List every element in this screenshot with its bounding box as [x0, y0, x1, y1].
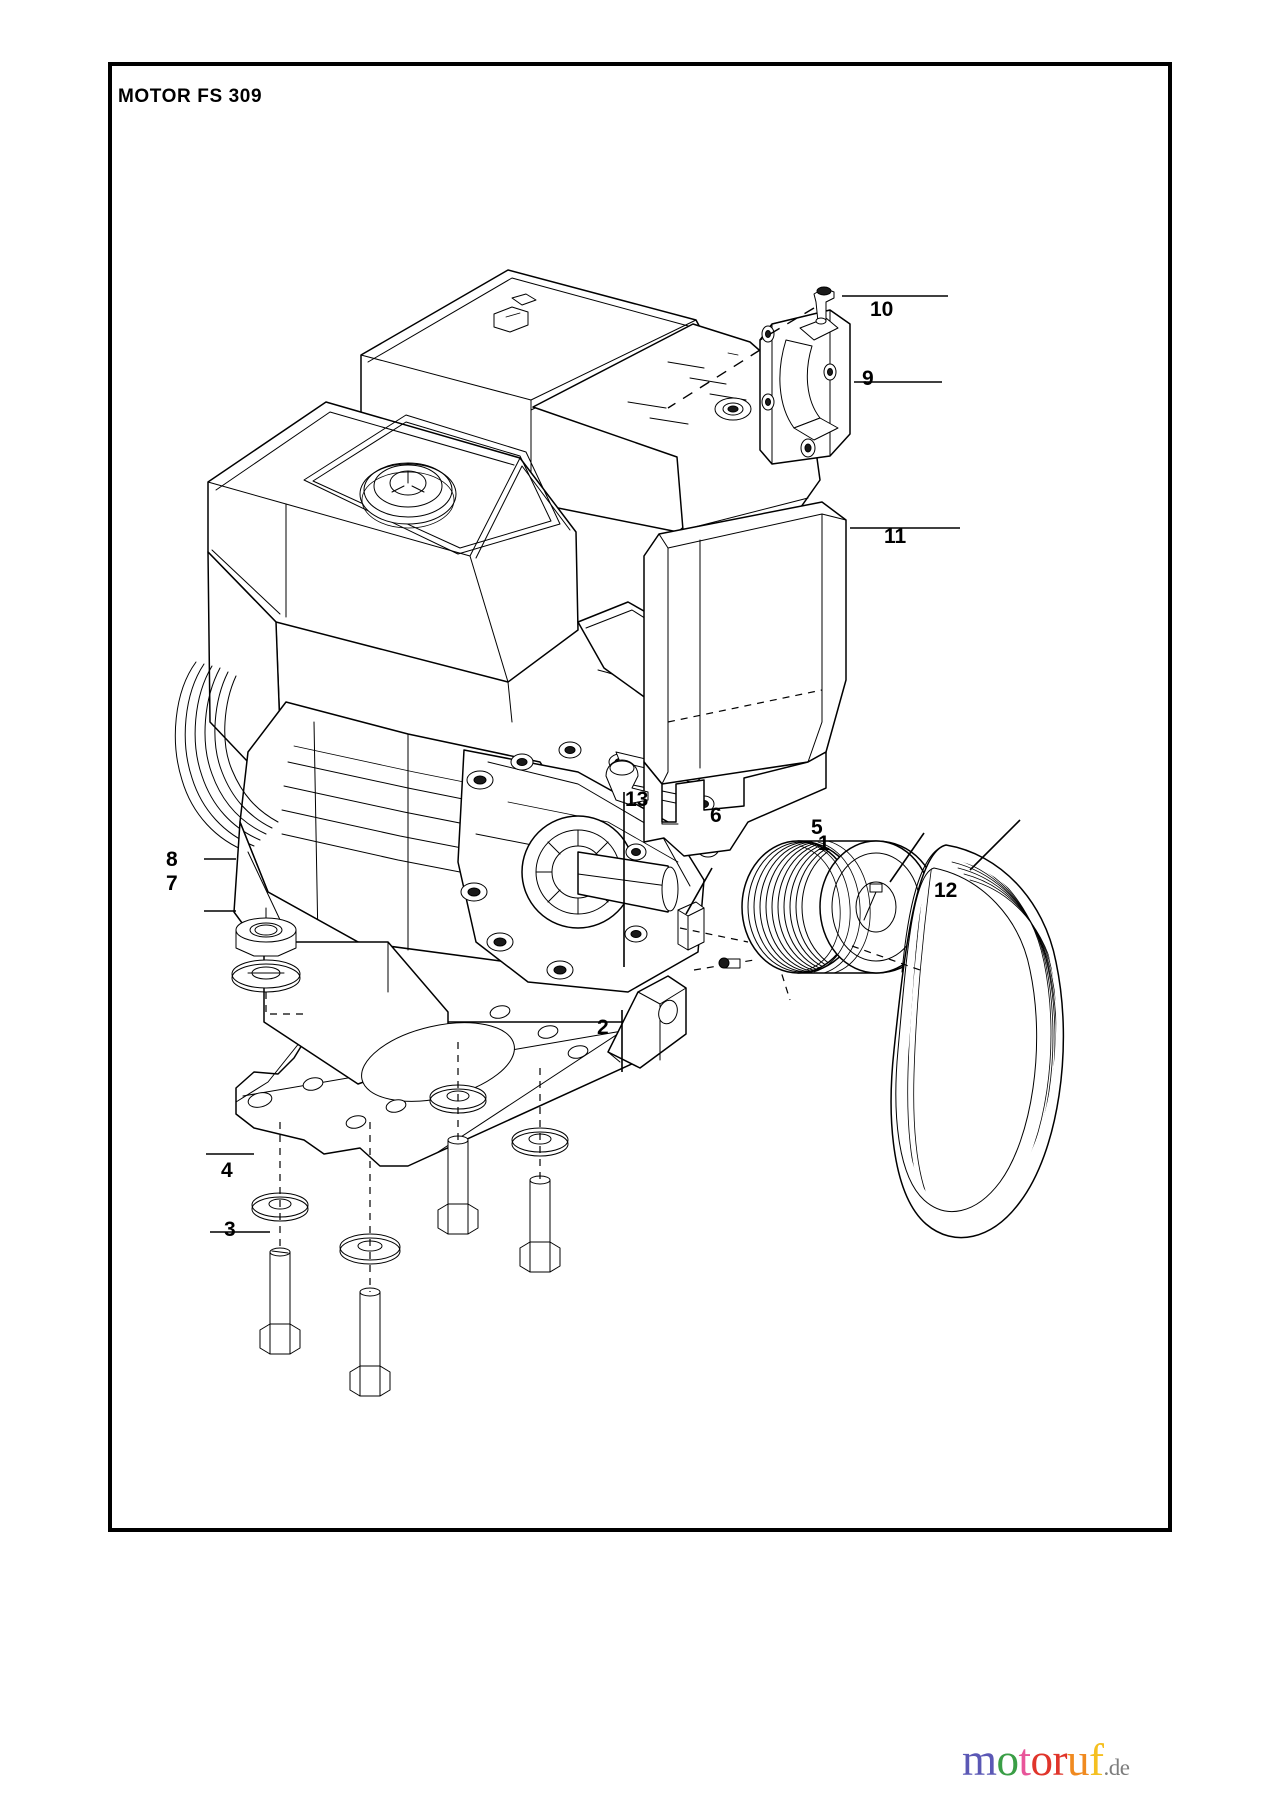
watermark-letter-r: r [1052, 1735, 1068, 1785]
callout-5: 5 [811, 816, 823, 839]
watermark-letter-o1: o [996, 1735, 1020, 1785]
callout-4: 4 [221, 1159, 233, 1182]
callout-9: 9 [862, 367, 874, 390]
watermark-letter-m: m [962, 1735, 997, 1785]
callout-13: 13 [625, 788, 649, 811]
callout-3: 3 [224, 1218, 236, 1241]
watermark-letter-f: f [1089, 1735, 1104, 1785]
callout-7: 7 [166, 872, 178, 895]
motoruf-watermark: motoruf.de [962, 1738, 1130, 1783]
callout-1: 1 [818, 832, 830, 855]
callout-10: 10 [870, 298, 894, 321]
watermark-letter-o2: o [1030, 1735, 1054, 1785]
callout-8: 8 [166, 848, 178, 871]
page-title: MOTOR FS 309 [118, 86, 263, 107]
watermark-letter-u: u [1067, 1735, 1090, 1785]
callout-11: 11 [884, 525, 907, 548]
callout-2: 2 [597, 1016, 609, 1039]
callout-6: 6 [710, 804, 722, 827]
watermark-letter-t: t [1018, 1735, 1032, 1785]
watermark-suffix: .de [1103, 1755, 1130, 1780]
callout-12: 12 [934, 879, 958, 902]
